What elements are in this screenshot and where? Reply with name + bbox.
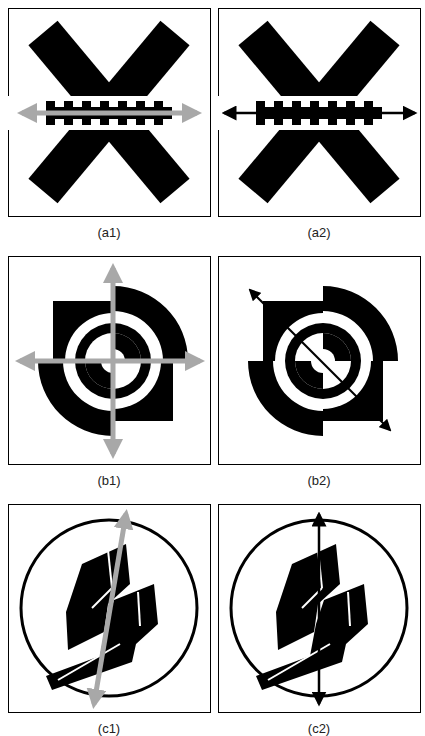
panel-label: (c2): [308, 721, 330, 736]
panel-label: (a1): [97, 225, 120, 241]
panel-label: (b2): [307, 473, 330, 489]
panel-label: (c1): [98, 721, 120, 736]
panel-label: (a2): [307, 225, 330, 241]
panel-label: (b1): [97, 473, 120, 489]
